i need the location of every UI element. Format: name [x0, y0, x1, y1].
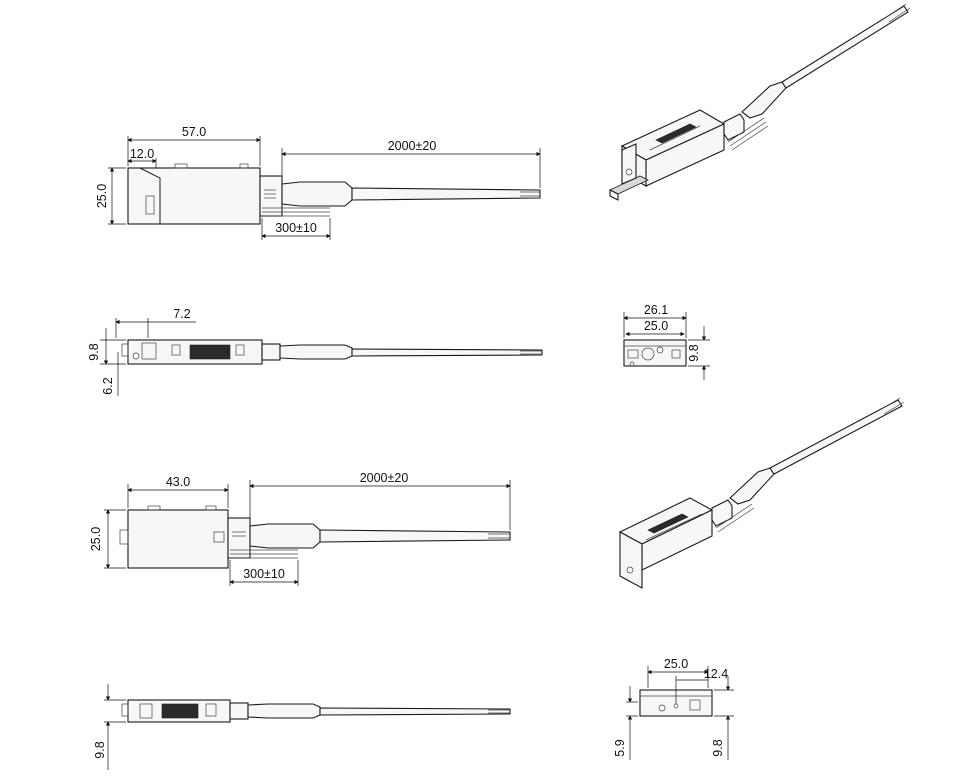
end-body: [623, 339, 687, 367]
iso-cable-boot: [741, 81, 787, 119]
dim-lead-length: 300±10: [275, 221, 317, 235]
dim-offset-43-end: 12.4: [704, 667, 728, 681]
dim-lower: 6.2: [101, 377, 115, 394]
iso-connector: [723, 113, 745, 141]
side-view-57: 57.0 12.0 25.0 2000±20 300±10: [95, 125, 541, 240]
digital-display-43: [161, 703, 199, 719]
iso2-end-face: [619, 531, 643, 589]
dim-lower-43-end: 5.9: [613, 739, 627, 756]
dim-cable-length: 2000±20: [388, 139, 437, 153]
dim-width-43: 9.8: [93, 741, 107, 758]
dim-thickness-43-end: 9.8: [711, 739, 725, 756]
dim-length-total: 57.0: [182, 125, 206, 139]
end-view-43: 25.0 12.4 5.9 9.8: [613, 657, 734, 760]
dim-height: 25.0: [95, 184, 109, 208]
dim-width-43-end: 25.0: [664, 657, 688, 671]
dim-length-front: 12.0: [130, 147, 154, 161]
dim-length-total-43: 43.0: [166, 475, 190, 489]
iso2-display: [647, 513, 689, 534]
top-view-57: 7.2 9.8 6.2: [87, 307, 543, 396]
digital-display: [189, 344, 231, 360]
connector-top: [261, 343, 281, 361]
sensor-body-43: [127, 509, 229, 569]
isometric-view-43: [618, 397, 905, 589]
dim-thickness: 9.8: [687, 344, 701, 361]
end-view-57: 26.1 25.0 9.8: [623, 303, 710, 380]
dim-offset: 7.2: [173, 307, 190, 321]
cable-boot: [281, 181, 353, 207]
side-view-43: 43.0 25.0 2000±20 300±10: [89, 471, 511, 586]
mounting-bracket: [128, 167, 161, 225]
top-view-43: 9.8: [93, 684, 511, 770]
isometric-view-57: [609, 3, 911, 201]
iso-display: [655, 123, 697, 144]
iso-cable: [781, 5, 909, 89]
dim-height-43: 25.0: [89, 527, 103, 551]
dim-width: 9.8: [87, 343, 101, 360]
dim-lead-length-43: 300±10: [243, 567, 285, 581]
cable: [351, 187, 541, 201]
dim-inner-width: 25.0: [644, 319, 668, 333]
dim-cable-length-43: 2000±20: [360, 471, 409, 485]
connector: [259, 175, 283, 217]
dim-outer-width: 26.1: [644, 303, 668, 317]
